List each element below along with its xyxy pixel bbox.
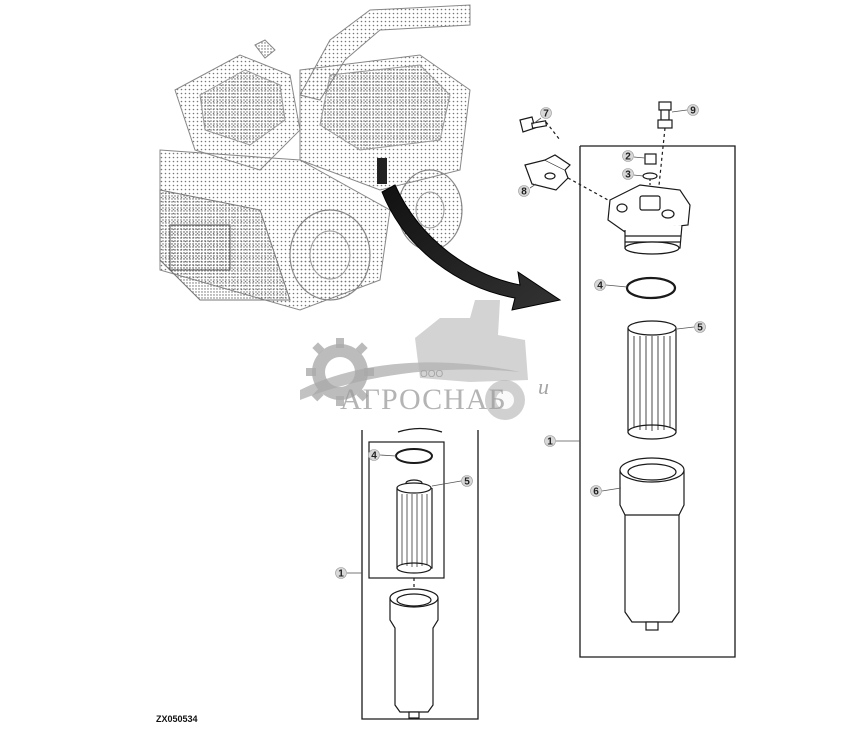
main-frame xyxy=(579,145,736,658)
main-leader-line xyxy=(532,117,542,125)
figure-code: ZX050534 xyxy=(156,714,198,724)
watermark-ooo: ООО xyxy=(420,369,444,380)
inset-filter-bowl xyxy=(389,588,439,719)
main-leader-line xyxy=(633,156,646,159)
main-callout-bubble xyxy=(594,279,606,291)
main-callout-label: 5 xyxy=(697,323,703,334)
watermark-suffix: и xyxy=(538,374,549,399)
main-callout-4: 4 xyxy=(594,279,628,292)
main-callout-6: 6 xyxy=(590,485,622,498)
inset-callout-label: 1 xyxy=(338,569,344,580)
main-callout-7: 7 xyxy=(532,107,552,125)
main-callout-label: 7 xyxy=(543,109,549,120)
inset-callout-bubble xyxy=(335,567,347,579)
main-leader-line xyxy=(529,183,537,189)
main-callout-bubble xyxy=(590,485,602,497)
watermark-brand: АГРОСНАБ xyxy=(340,383,507,416)
inset-callout-4: 4 xyxy=(368,449,397,462)
inset-callout-bubble xyxy=(368,449,380,461)
inset-callout-5: 5 xyxy=(431,475,473,488)
main-callout-label: 2 xyxy=(625,152,631,163)
main-exploded-view xyxy=(519,101,736,658)
harvester-illustration xyxy=(159,4,471,311)
main-callout-1: 1 xyxy=(544,435,580,448)
main-leader-line xyxy=(605,284,628,288)
inset-o-ring xyxy=(395,448,433,464)
main-callout-bubble xyxy=(518,185,530,197)
main-callout-bubble xyxy=(694,321,706,333)
main-callout-5: 5 xyxy=(676,321,706,334)
inset-subframe xyxy=(368,441,445,579)
main-callout-bubble xyxy=(687,104,699,116)
inset-view xyxy=(361,427,479,720)
main-callout-label: 3 xyxy=(625,170,631,181)
main-callout-9: 9 xyxy=(671,104,699,117)
inset-callout-1: 1 xyxy=(335,567,362,580)
part-9-fitting xyxy=(657,101,673,129)
main-leader-line xyxy=(676,326,695,330)
location-arrow xyxy=(381,184,562,311)
inset-callout-label: 4 xyxy=(371,451,377,462)
main-callout-bubble xyxy=(622,168,634,180)
part-5-filter-element xyxy=(627,318,677,440)
part-3-seal xyxy=(642,172,658,180)
main-callout-label: 1 xyxy=(547,437,553,448)
part-6-filter-bowl xyxy=(619,457,685,631)
main-callout-label: 4 xyxy=(597,281,603,292)
inset-callout-bubble xyxy=(461,475,473,487)
inset-leader-line xyxy=(379,454,397,457)
filter-location-marker xyxy=(377,158,387,184)
main-callout-label: 6 xyxy=(593,487,599,498)
inset-frame xyxy=(361,430,479,720)
filter-head xyxy=(607,184,691,255)
part-2-plug xyxy=(644,153,657,165)
main-callout-2: 2 xyxy=(622,150,646,163)
inset-filter-element xyxy=(396,479,433,574)
main-callout-8: 8 xyxy=(518,183,537,198)
main-callout-label: 8 xyxy=(521,187,527,198)
main-leader-line xyxy=(633,174,644,177)
main-callout-bubble xyxy=(544,435,556,447)
part-4-o-ring xyxy=(625,276,677,300)
main-leader-line xyxy=(671,109,688,113)
main-callout-3: 3 xyxy=(622,168,644,181)
inset-callout-label: 5 xyxy=(464,477,470,488)
main-leader-line xyxy=(601,487,622,492)
watermark-logo: ООО АГРОСНАБ и xyxy=(300,300,549,420)
inset-leader-line xyxy=(431,480,462,487)
main-callout-bubble xyxy=(622,150,634,162)
callouts: 7 9 2 3 8 4 5 1 6 4 5 1 xyxy=(335,104,706,580)
main-callout-label: 9 xyxy=(690,106,696,117)
main-callout-bubble xyxy=(540,107,552,119)
